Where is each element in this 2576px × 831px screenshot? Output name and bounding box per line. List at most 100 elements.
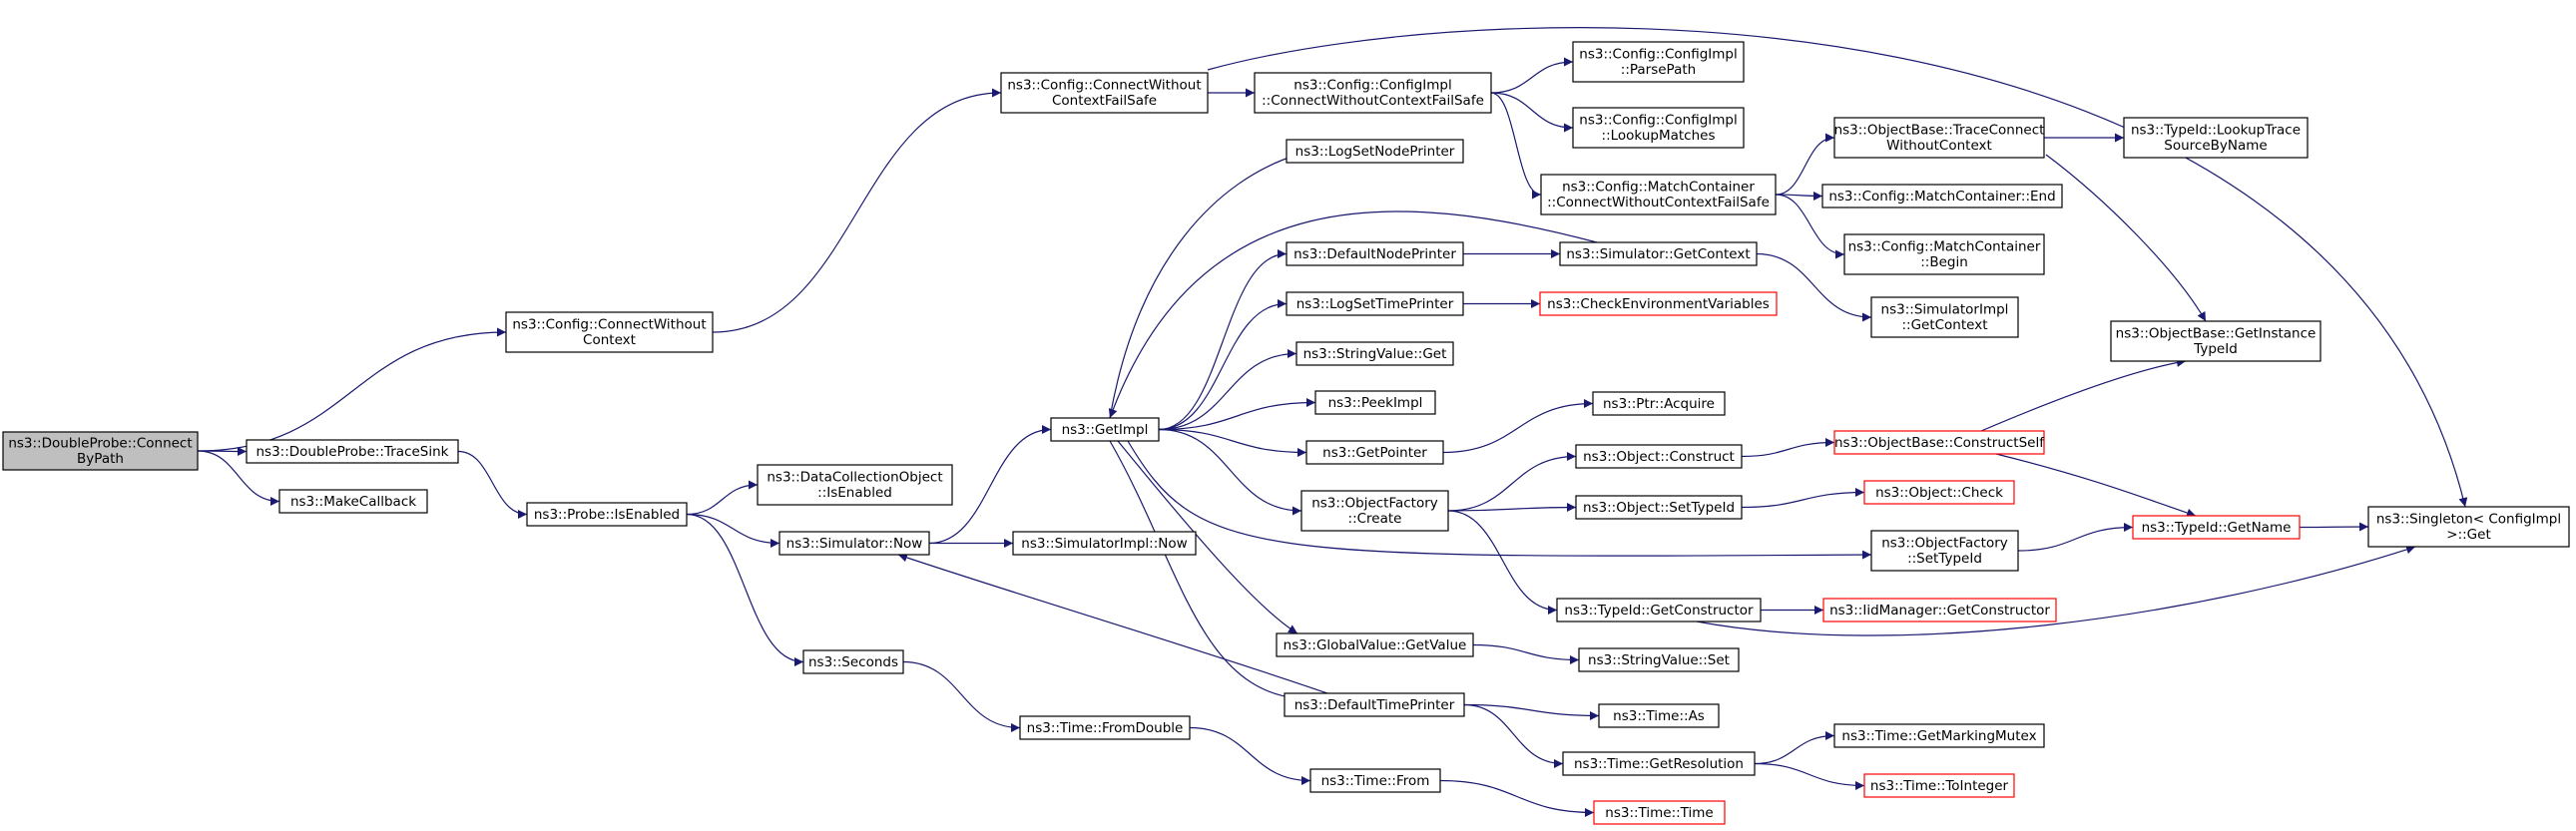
node-box bbox=[1821, 184, 2063, 208]
node-box bbox=[1843, 233, 2045, 275]
node-box bbox=[1863, 480, 2015, 505]
node-configimpl-connectwithoutcontextfailsafe[interactable]: ns3::Config::ConfigImpl::ConnectWithoutC… bbox=[1254, 72, 1492, 114]
edge-doubleprobe-tracesink-to-probe-isenabled bbox=[457, 450, 528, 519]
node-matchcontainer-end[interactable]: ns3::Config::MatchContainer::End bbox=[1821, 184, 2063, 208]
node-label: ns3::LogSetTimePrinter bbox=[1296, 296, 1454, 312]
node-label: ns3::TypeId::LookupTrace bbox=[2131, 123, 2301, 139]
node-label: ns3::SimulatorImpl::Now bbox=[1021, 536, 1187, 552]
node-time-from[interactable]: ns3::Time::From bbox=[1309, 768, 1441, 793]
node-seconds[interactable]: ns3::Seconds bbox=[802, 649, 904, 674]
node-label: ::ConnectWithoutContextFailSafe bbox=[1547, 195, 1770, 210]
node-time-tointeger[interactable]: ns3::Time::ToInteger bbox=[1863, 773, 2015, 798]
node-objectfactory-create[interactable]: ns3::ObjectFactory::Create bbox=[1300, 490, 1449, 532]
node-datacollectionobject-isenabled[interactable]: ns3::DataCollectionObject::IsEnabled bbox=[757, 464, 953, 506]
node-label: ns3::Time::As bbox=[1613, 708, 1705, 724]
node-matchcontainer-connectwithoutcontextfailsafe[interactable]: ns3::Config::MatchContainer::ConnectWith… bbox=[1540, 174, 1777, 215]
node-probe-isenabled[interactable]: ns3::Probe::IsEnabled bbox=[526, 502, 688, 527]
edge-doubleprobe-connectbypath-to-config-connectwithoutcontext bbox=[197, 327, 507, 452]
node-defaulttimeprinter[interactable]: ns3::DefaultTimePrinter bbox=[1284, 692, 1465, 717]
node-configimpl-parsepath[interactable]: ns3::Config::ConfigImpl::ParsePath bbox=[1572, 41, 1745, 83]
node-iidmanager-getconstructor[interactable]: ns3::IidManager::GetConstructor bbox=[1822, 598, 2057, 623]
node-doubleprobe-tracesink[interactable]: ns3::DoubleProbe::TraceSink bbox=[246, 439, 459, 464]
node-checkenvironmentvariables[interactable]: ns3::CheckEnvironmentVariables bbox=[1539, 291, 1778, 316]
node-defaultnodeprinter[interactable]: ns3::DefaultNodePrinter bbox=[1286, 241, 1464, 266]
edge-object-construct-to-objectbase-constructself bbox=[1741, 438, 1835, 458]
node-ptr-acquire[interactable]: ns3::Ptr::Acquire bbox=[1592, 391, 1726, 416]
node-matchcontainer-begin[interactable]: ns3::Config::MatchContainer::Begin bbox=[1843, 233, 2045, 275]
node-object-check[interactable]: ns3::Object::Check bbox=[1863, 480, 2015, 505]
node-objectbase-traceconnectwithoutcontext[interactable]: ns3::ObjectBase::TraceConnectWithoutCont… bbox=[1833, 117, 2045, 159]
edge-getimpl-to-stringvalue-get bbox=[1158, 349, 1297, 431]
node-label: ns3::DataCollectionObject bbox=[767, 470, 942, 486]
node-object-settypeid[interactable]: ns3::Object::SetTypeId bbox=[1575, 495, 1743, 520]
node-stringvalue-get[interactable]: ns3::StringValue::Get bbox=[1295, 341, 1454, 366]
node-box bbox=[526, 502, 688, 527]
node-label: ns3::Time::From bbox=[1321, 773, 1430, 789]
node-time-time[interactable]: ns3::Time::Time bbox=[1593, 800, 1726, 825]
node-box bbox=[1572, 107, 1745, 149]
node-label: ns3::DoubleProbe::Connect bbox=[8, 436, 192, 452]
node-time-fromdouble[interactable]: ns3::Time::FromDouble bbox=[1019, 715, 1191, 740]
edge-defaulttimeprinter-to-time-as bbox=[1463, 703, 1600, 720]
node-label: ns3::DoubleProbe::TraceSink bbox=[256, 444, 448, 460]
node-box bbox=[1833, 117, 2045, 159]
node-label: ns3::TypeId::GetConstructor bbox=[1564, 603, 1754, 619]
node-configimpl-lookupmatches[interactable]: ns3::Config::ConfigImpl::LookupMatches bbox=[1572, 107, 1745, 149]
node-singleton-get[interactable]: ns3::Singleton< ConfigImpl >::Get bbox=[2367, 506, 2570, 548]
node-label: ns3::GetImpl bbox=[1062, 422, 1149, 438]
node-label: ns3::Time::GetMarkingMutex bbox=[1841, 728, 2036, 744]
edge-getimpl-to-globalvalue-getvalue bbox=[1117, 440, 1298, 634]
node-box bbox=[1575, 444, 1743, 469]
node-label: ns3::GetPointer bbox=[1322, 445, 1427, 461]
node-label: ns3::Time::FromDouble bbox=[1027, 720, 1184, 736]
node-box bbox=[246, 439, 459, 464]
node-makecallback[interactable]: ns3::MakeCallback bbox=[278, 489, 428, 514]
edge-configimpl-connectwithoutcontextfailsafe-to-configimpl-parsepath bbox=[1490, 57, 1574, 94]
edge-config-connectwithoutcontextfailsafe-to-singleton-get bbox=[1207, 27, 2468, 508]
node-box bbox=[1578, 647, 1740, 672]
node-logsettimeprinter[interactable]: ns3::LogSetTimePrinter bbox=[1286, 291, 1464, 316]
node-getimpl[interactable]: ns3::GetImpl bbox=[1050, 417, 1160, 442]
node-label: SourceByName bbox=[2164, 138, 2267, 154]
node-box bbox=[505, 311, 714, 353]
node-object-construct[interactable]: ns3::Object::Construct bbox=[1575, 444, 1743, 469]
node-peekimpl[interactable]: ns3::PeekImpl bbox=[1314, 390, 1436, 415]
node-getpointer[interactable]: ns3::GetPointer bbox=[1305, 440, 1444, 465]
node-label: ns3::StringValue::Get bbox=[1303, 346, 1447, 362]
node-simulatorimpl-now[interactable]: ns3::SimulatorImpl::Now bbox=[1012, 531, 1197, 556]
node-time-as[interactable]: ns3::Time::As bbox=[1598, 703, 1720, 728]
node-box bbox=[1556, 598, 1762, 623]
node-simulator-now[interactable]: ns3::Simulator::Now bbox=[778, 531, 930, 556]
node-typeid-getconstructor[interactable]: ns3::TypeId::GetConstructor bbox=[1556, 598, 1762, 623]
node-logsetnodeprinter[interactable]: ns3::LogSetNodePrinter bbox=[1286, 139, 1464, 164]
node-box bbox=[778, 531, 930, 556]
node-label: ns3::DefaultTimePrinter bbox=[1294, 697, 1455, 713]
node-box bbox=[1575, 495, 1743, 520]
node-box bbox=[1833, 430, 2045, 455]
node-label: ns3::CheckEnvironmentVariables bbox=[1547, 296, 1770, 312]
node-config-connectwithoutcontext[interactable]: ns3::Config::ConnectWithoutContext bbox=[505, 311, 714, 353]
node-objectfactory-settypeid[interactable]: ns3::ObjectFactory::SetTypeId bbox=[1870, 530, 2019, 572]
node-globalvalue-getvalue[interactable]: ns3::GlobalValue::GetValue bbox=[1276, 632, 1474, 657]
node-box bbox=[1559, 241, 1758, 266]
node-time-getmarkingmutex[interactable]: ns3::Time::GetMarkingMutex bbox=[1833, 723, 2045, 748]
node-stringvalue-set[interactable]: ns3::StringValue::Set bbox=[1578, 647, 1740, 672]
node-label: ns3::GlobalValue::GetValue bbox=[1284, 637, 1467, 653]
edge-getimpl-to-objectfactory-create bbox=[1158, 428, 1302, 516]
node-typeid-getname[interactable]: ns3::TypeId::GetName bbox=[2132, 515, 2301, 540]
node-objectbase-constructself[interactable]: ns3::ObjectBase::ConstructSelf bbox=[1833, 430, 2045, 455]
node-box bbox=[1822, 598, 2057, 623]
node-config-connectwithoutcontextfailsafe[interactable]: ns3::Config::ConnectWithoutContextFailSa… bbox=[1000, 72, 1209, 114]
node-label: ns3::Time::GetResolution bbox=[1574, 756, 1744, 772]
node-label: ns3::Simulator::Now bbox=[786, 536, 923, 552]
node-label: ::GetContext bbox=[1901, 317, 1987, 333]
node-label: ns3::Time::Time bbox=[1605, 805, 1713, 821]
node-label: ns3::Config::ConfigImpl bbox=[1293, 78, 1451, 94]
node-simulatorimpl-getcontext[interactable]: ns3::SimulatorImpl::GetContext bbox=[1870, 296, 2019, 338]
node-simulator-getcontext[interactable]: ns3::Simulator::GetContext bbox=[1559, 241, 1758, 266]
node-time-getresolution[interactable]: ns3::Time::GetResolution bbox=[1562, 751, 1756, 776]
node-box bbox=[1314, 390, 1436, 415]
